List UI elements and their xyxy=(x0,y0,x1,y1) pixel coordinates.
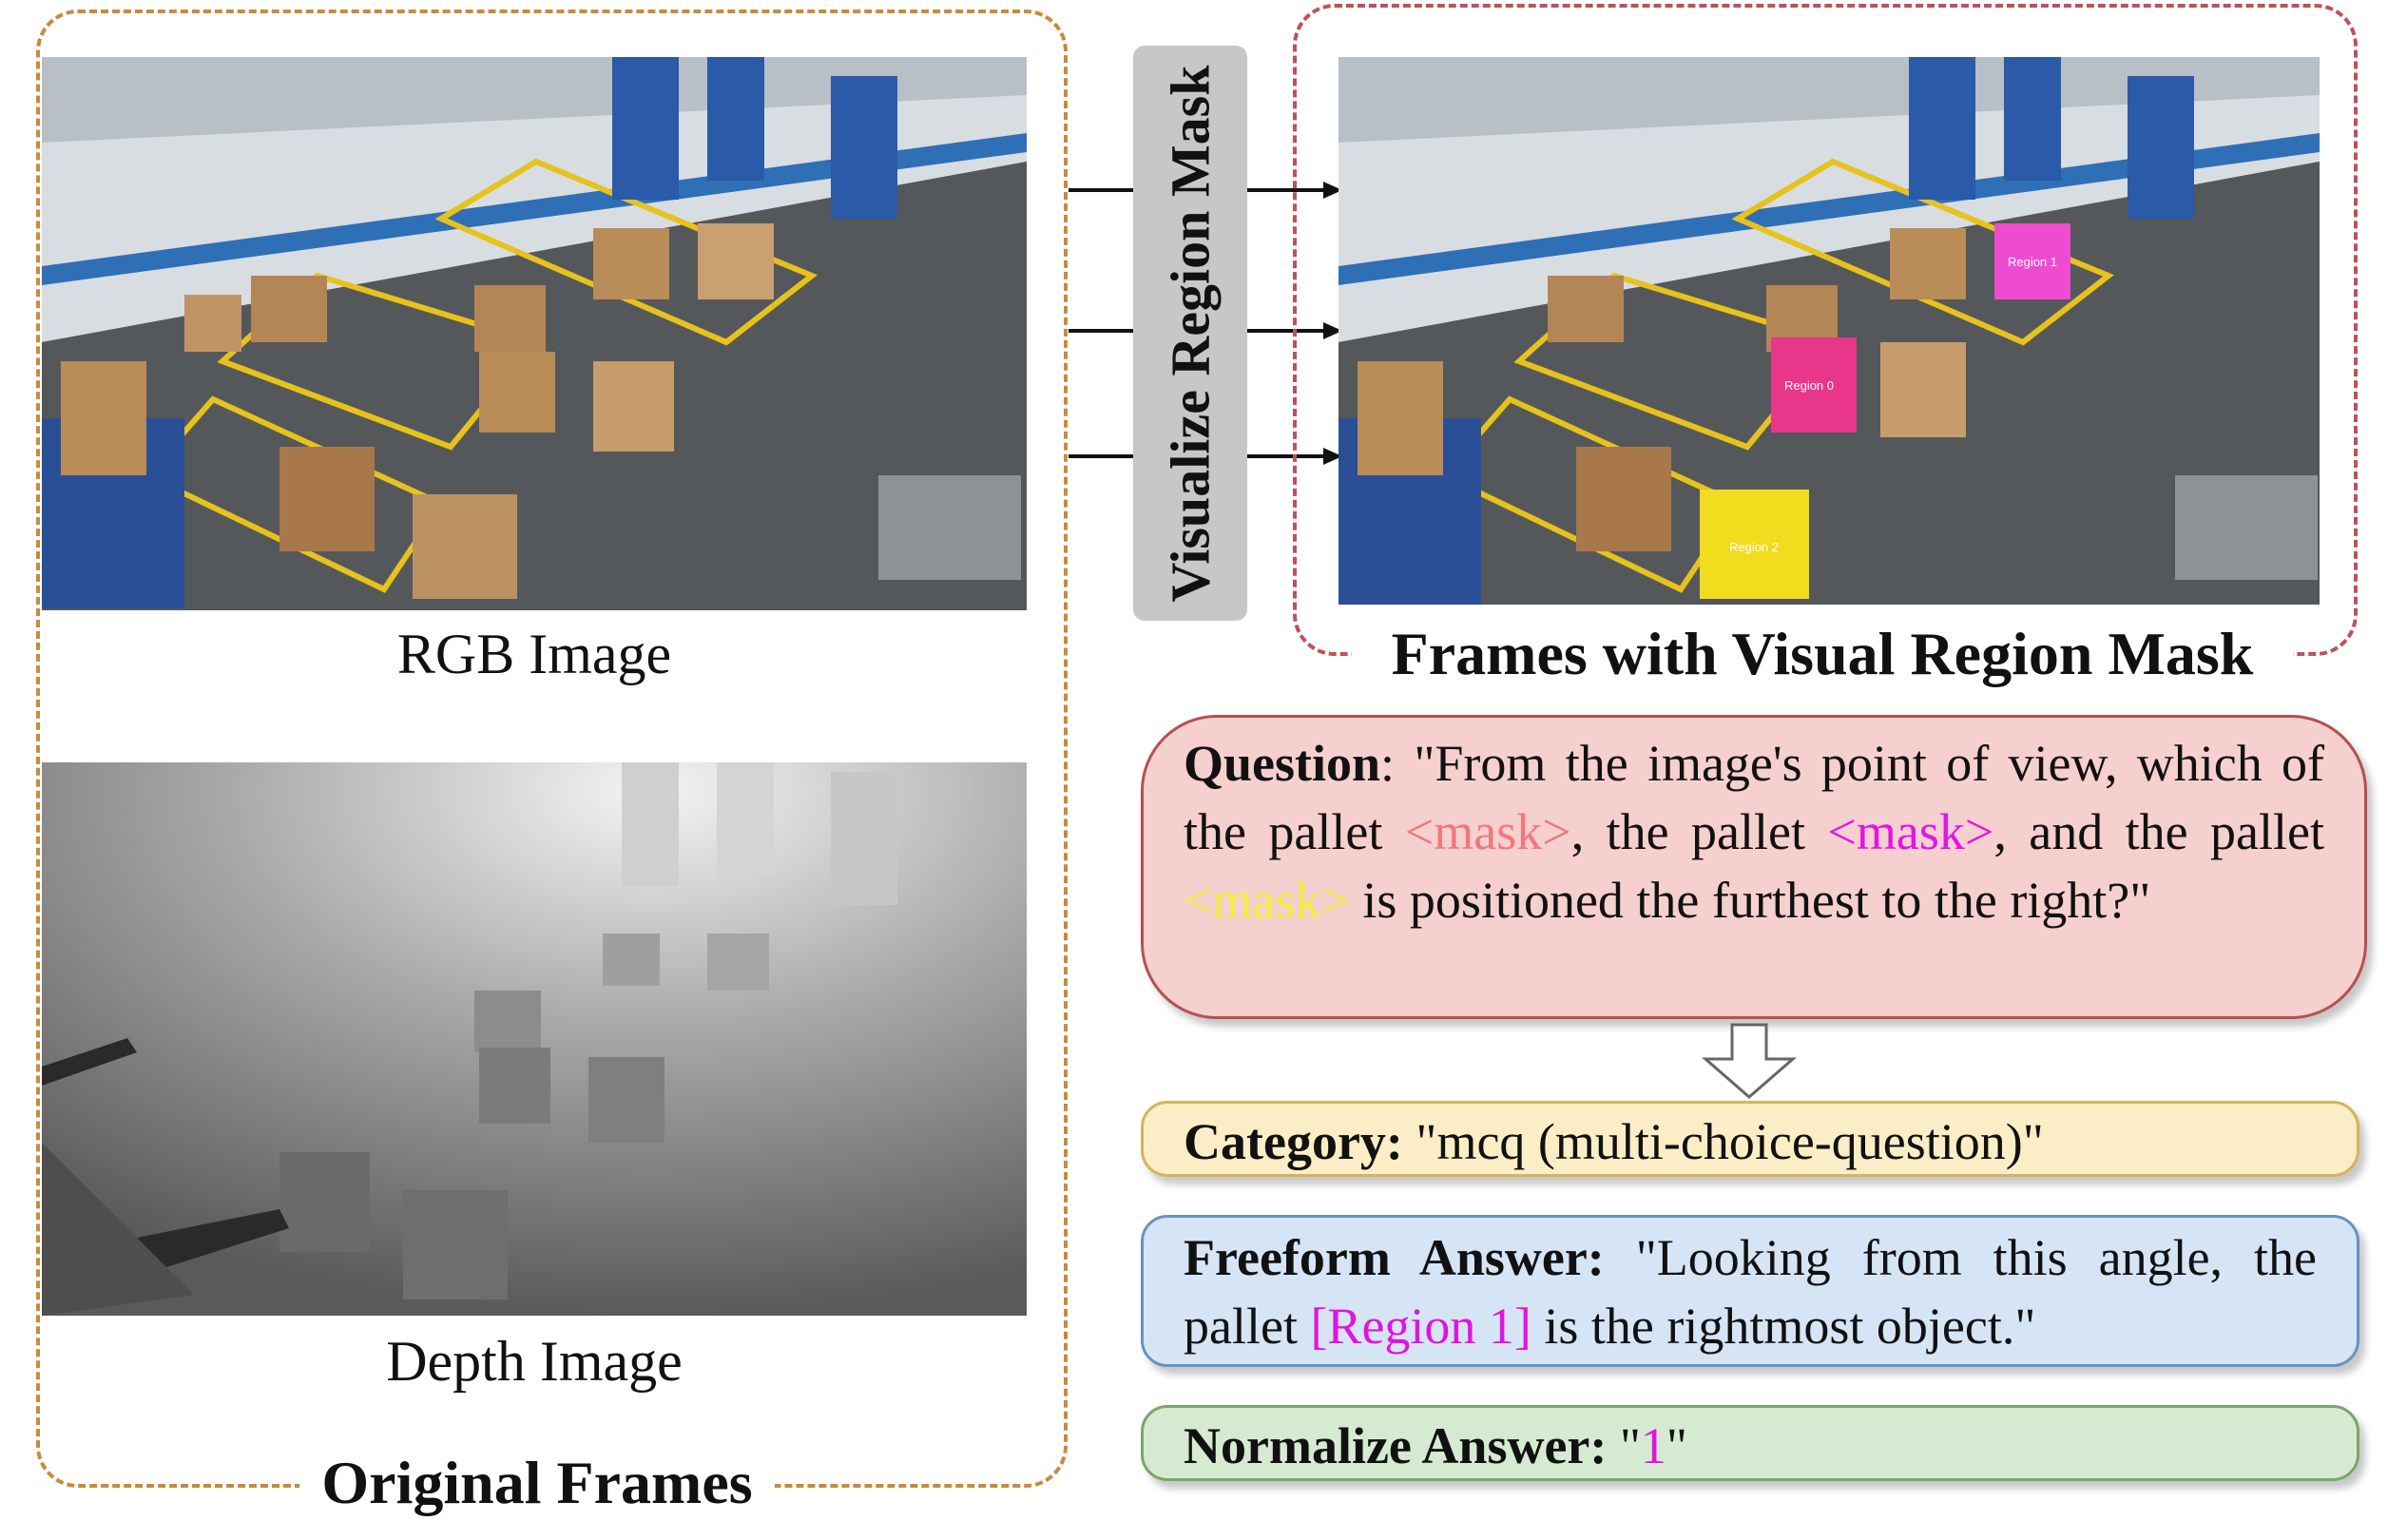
process-label: Visualize Region Mask xyxy=(1159,65,1222,602)
depth-image-caption: Depth Image xyxy=(386,1330,683,1393)
category-label: Category: xyxy=(1184,1113,1403,1170)
mask-token-1: <mask> xyxy=(1404,803,1571,860)
mask-token-2: <mask> xyxy=(1827,803,1994,860)
region-1-mask xyxy=(1994,223,2070,299)
normalize-value: 1 xyxy=(1640,1417,1666,1474)
question-label: Question xyxy=(1184,735,1381,792)
category-box: Category: "mcq (multi-choice-question)" xyxy=(1141,1101,2359,1177)
depth-image xyxy=(42,762,1027,1316)
original-frames-title: Original Frames xyxy=(299,1453,775,1513)
visualize-region-mask-step: Visualize Region Mask xyxy=(1133,46,1247,621)
freeform-answer-box: Freeform Answer: "Looking from this angl… xyxy=(1141,1215,2359,1367)
region-reference: [Region 1] xyxy=(1310,1298,1531,1355)
input-arrows xyxy=(1069,188,1135,458)
mask-token-3: <mask> xyxy=(1184,872,1350,929)
question-text-2: , the pallet xyxy=(1570,803,1828,860)
normalize-quote-close: " xyxy=(1666,1417,1687,1474)
question-text-4: is positioned the furthest to the right?… xyxy=(1349,872,2151,929)
category-value: "mcq (multi-choice-question)" xyxy=(1402,1113,2044,1170)
question-box: Question: "From the image's point of vie… xyxy=(1141,715,2367,1019)
question-text-1: "From the image's point of view, which o… xyxy=(1184,735,2324,860)
region-0-mask xyxy=(1771,337,1857,433)
freeform-text-1: "Looking from this angle, the pallet xyxy=(1184,1229,2317,1355)
freeform-text-2: is the rightmost object." xyxy=(1531,1298,2036,1355)
rgb-image xyxy=(42,57,1027,610)
region-2-mask xyxy=(1700,490,1809,599)
region-2-label: Region 2 xyxy=(1729,540,1779,554)
masked-frames-title: Frames with Visual Region Mask xyxy=(1352,624,2293,684)
down-arrow-icon xyxy=(1702,1023,1797,1099)
masked-image: Region 0 Region 1 Region 2 xyxy=(1338,57,2320,605)
normalize-label: Normalize Answer: xyxy=(1184,1417,1608,1474)
region-1-label: Region 1 xyxy=(2008,255,2057,269)
question-sep: : xyxy=(1380,735,1415,792)
region-0-label: Region 0 xyxy=(1784,378,1834,393)
normalize-answer-box: Normalize Answer: "1" xyxy=(1141,1405,2359,1481)
freeform-label: Freeform Answer: xyxy=(1184,1229,1605,1286)
rgb-image-caption: RGB Image xyxy=(396,623,672,685)
output-arrows xyxy=(1247,182,1342,465)
normalize-quote-open: " xyxy=(1607,1417,1641,1474)
question-text-3: , and the pallet xyxy=(1993,803,2324,860)
